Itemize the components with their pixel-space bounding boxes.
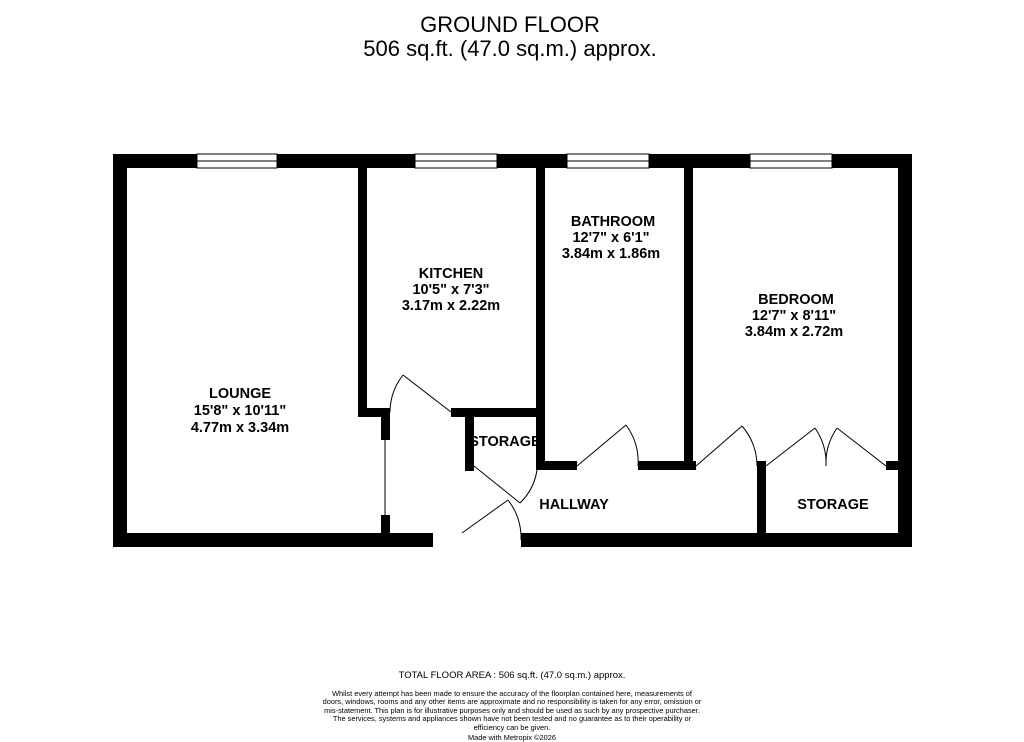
bottom-wall-left — [113, 533, 433, 547]
window — [196, 153, 278, 169]
floor-area: 506 sq.ft. (47.0 sq.m.) approx. — [363, 36, 657, 61]
doors — [384, 374, 887, 541]
kitchen-imperial: 10'5" x 7'3" — [412, 282, 489, 298]
bedroom-imperial: 12'7" x 8'11" — [752, 308, 836, 324]
storage-bedroom-top-wall-right — [886, 461, 900, 470]
storage-hall-name: STORAGE — [469, 434, 541, 450]
lounge-imperial: 15'8" x 10'11" — [194, 403, 286, 419]
storage-left-wall — [465, 408, 474, 471]
top-wall — [113, 154, 912, 168]
door-storage-bedroom — [765, 427, 887, 467]
lounge-door-jamb-bottom — [381, 515, 390, 540]
window — [749, 153, 833, 169]
window — [414, 153, 498, 169]
windows — [196, 153, 833, 169]
kitchen-bottom-wall-right — [451, 408, 543, 417]
bathroom-name: BATHROOM — [571, 214, 655, 230]
credit: Made with Metropix ©2026 — [467, 733, 557, 742]
bathroom-bottom-wall-right — [638, 461, 696, 470]
disclaimer: Whilst every attempt has been made to en… — [322, 689, 702, 732]
bathroom-imperial: 12'7" x 6'1" — [572, 230, 649, 246]
lounge-name: LOUNGE — [209, 386, 271, 402]
bedroom-metric: 3.84m x 2.72m — [745, 324, 843, 340]
door-bathroom — [576, 424, 639, 467]
kitchen-metric: 3.17m x 2.22m — [402, 298, 500, 314]
bathroom-metric: 3.84m x 1.86m — [562, 246, 660, 262]
right-wall — [898, 154, 912, 547]
door-kitchen — [389, 374, 452, 413]
kitchen-bathroom-wall — [536, 160, 545, 470]
lounge-metric: 4.77m x 3.34m — [191, 420, 289, 436]
bedroom-name: BEDROOM — [758, 292, 834, 308]
lounge-kitchen-wall — [358, 160, 367, 416]
window — [566, 153, 650, 169]
door-bedroom — [695, 425, 758, 467]
left-wall — [113, 154, 127, 547]
bottom-wall-right — [521, 533, 912, 547]
bathroom-bottom-wall-left — [536, 461, 577, 470]
floor-title: GROUND FLOOR — [420, 12, 600, 37]
total-floor-area: TOTAL FLOOR AREA : 506 sq.ft. (47.0 sq.m… — [398, 670, 626, 681]
hallway-name: HALLWAY — [539, 497, 609, 513]
walls — [113, 154, 912, 547]
kitchen-bottom-wall-left — [358, 408, 390, 417]
door-entrance — [461, 499, 522, 541]
lounge-door-jamb-top — [381, 408, 390, 440]
door-storage-hall — [473, 465, 538, 504]
storage-bedroom-left-wall — [757, 461, 766, 541]
kitchen-name: KITCHEN — [419, 266, 483, 282]
storage-bedroom-name: STORAGE — [797, 497, 869, 513]
bathroom-bedroom-wall — [684, 160, 693, 470]
